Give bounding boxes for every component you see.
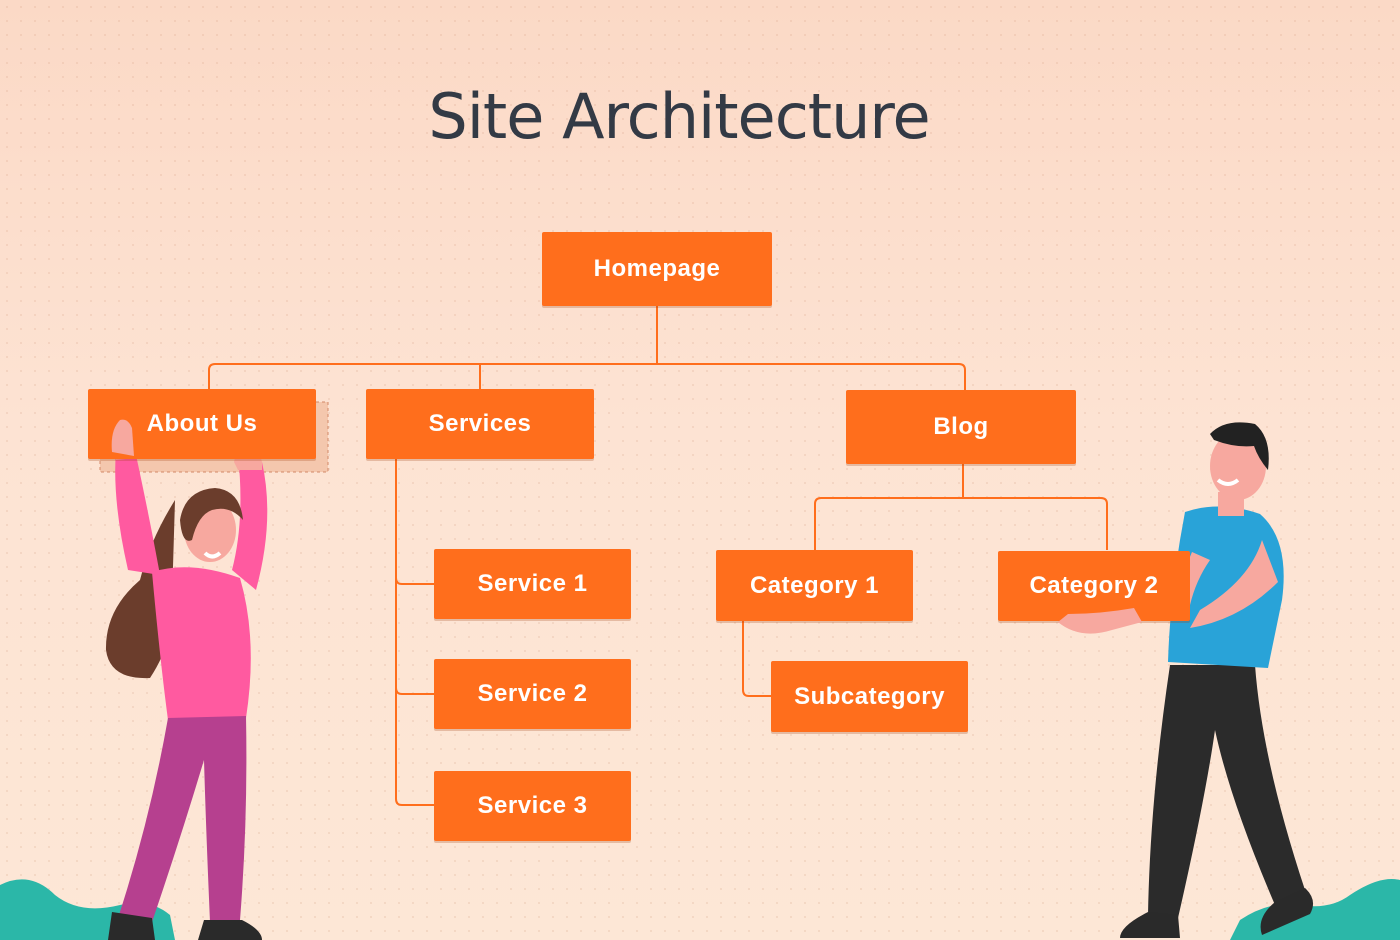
node-category-1[interactable]: Category 1 [716,550,913,621]
connector-blog-bar [814,497,1108,550]
node-category-2[interactable]: Category 2 [998,551,1190,621]
node-subcategory[interactable]: Subcategory [771,661,968,732]
node-about-us[interactable]: About Us [88,389,316,459]
node-services[interactable]: Services [366,389,594,459]
node-homepage[interactable]: Homepage [542,232,772,306]
connector-service2 [395,687,435,695]
node-blog[interactable]: Blog [846,390,1076,464]
node-service-1[interactable]: Service 1 [434,549,631,619]
connector-subcategory [742,621,772,697]
connector-level1-bar [208,363,966,390]
connector-service1 [395,577,435,585]
node-service-3[interactable]: Service 3 [434,771,631,841]
page-title: Site Architecture [428,80,930,153]
node-service-2[interactable]: Service 2 [434,659,631,729]
connector-services-children [395,459,435,806]
